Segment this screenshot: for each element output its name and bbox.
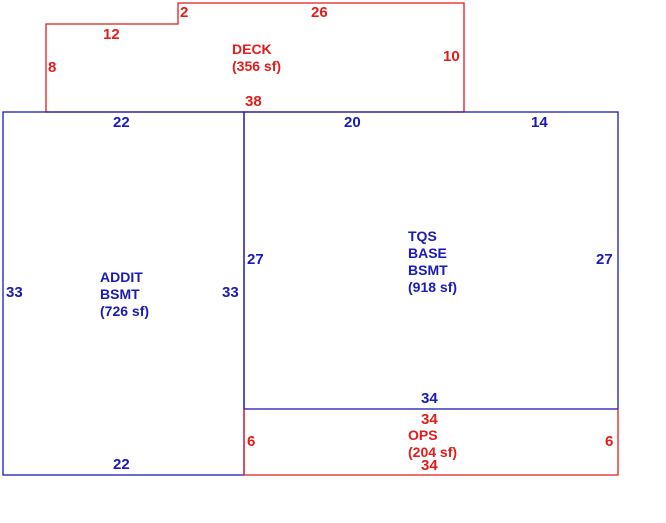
deck-dim-top: 26 xyxy=(311,4,328,21)
addit-dim-top: 22 xyxy=(113,114,130,131)
tqs-dim-top-left: 20 xyxy=(344,114,361,131)
ops-name: OPS xyxy=(408,427,438,443)
ops-dim-top: 34 xyxy=(421,411,438,428)
deck-dim-right: 10 xyxy=(443,48,460,65)
deck-dim-bottom: 38 xyxy=(245,93,262,110)
deck-name: DECK xyxy=(232,41,272,57)
tqs-name-line1: TQS xyxy=(408,228,437,244)
tqs-name-line2: BASE xyxy=(408,245,447,261)
tqs-base-bsmt-outline xyxy=(243,111,619,410)
deck-area: (356 sf) xyxy=(232,58,281,74)
tqs-name-line3: BSMT xyxy=(408,262,448,278)
ops-dim-left: 6 xyxy=(247,433,255,450)
deck-dim-top-left-vertical: 2 xyxy=(180,4,188,21)
tqs-dim-bottom: 34 xyxy=(421,390,438,407)
addit-area: (726 sf) xyxy=(100,303,149,319)
addit-dim-bottom: 22 xyxy=(113,456,130,473)
tqs-area: (918 sf) xyxy=(408,279,457,295)
ops-dim-bottom: 34 xyxy=(421,457,438,474)
addit-dim-left: 33 xyxy=(6,284,23,301)
deck-dim-left: 8 xyxy=(48,59,56,76)
addit-dim-right: 33 xyxy=(222,284,239,301)
ops-area: (204 sf) xyxy=(408,444,457,460)
tqs-dim-right: 27 xyxy=(596,251,613,268)
ops-outline xyxy=(243,409,619,476)
deck-dim-step: 12 xyxy=(103,26,120,43)
tqs-dim-top-right: 14 xyxy=(531,114,548,131)
addit-subname: BSMT xyxy=(100,286,140,302)
ops-dim-right: 6 xyxy=(605,433,613,450)
tqs-dim-left: 27 xyxy=(247,251,264,268)
addit-name: ADDIT xyxy=(100,269,143,285)
